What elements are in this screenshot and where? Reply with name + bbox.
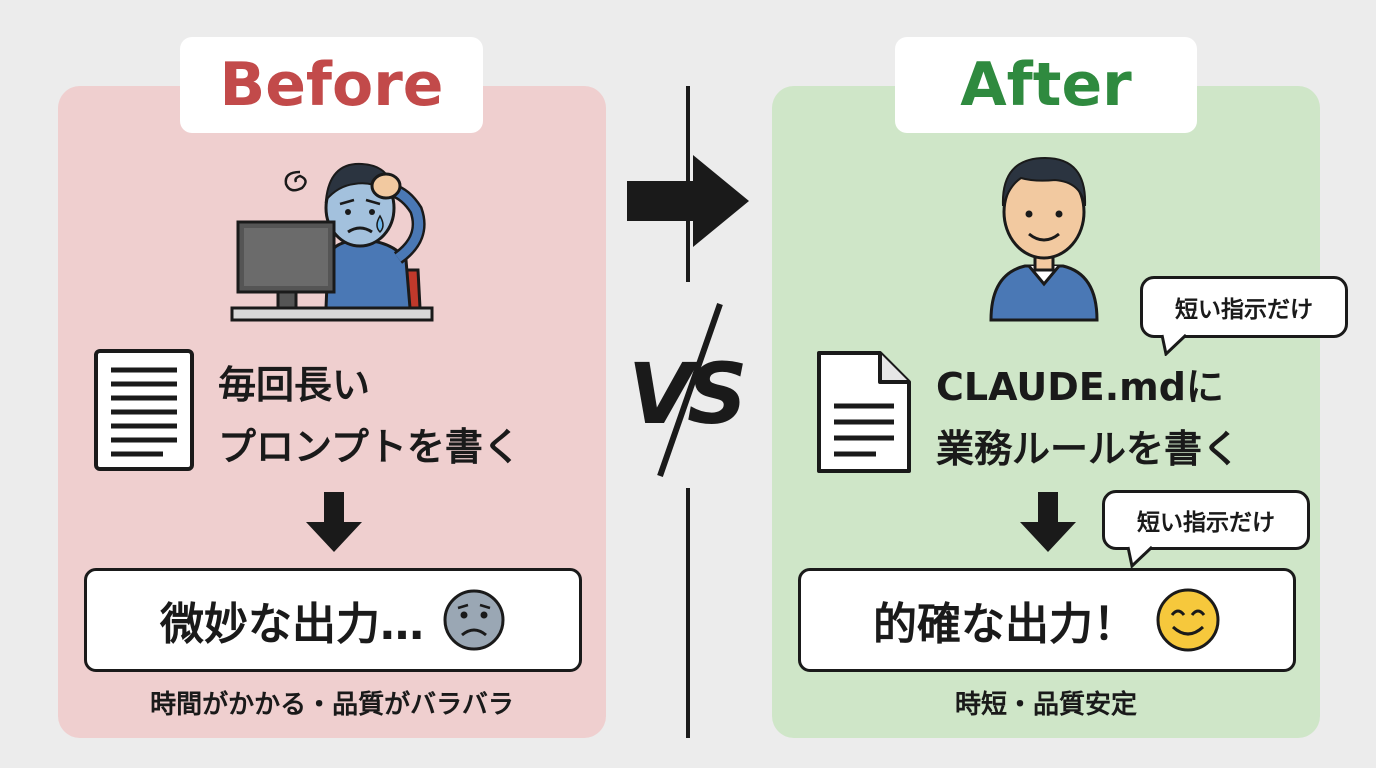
after-title: After bbox=[895, 37, 1197, 133]
speech-bubble-top-tail bbox=[1160, 334, 1188, 356]
after-main-text: CLAUDE.mdに 業務ルールを書く bbox=[936, 356, 1240, 480]
stressed-person-icon bbox=[230, 162, 434, 322]
arrow-down-icon bbox=[1020, 492, 1076, 552]
speech-bubble-mid-tail bbox=[1126, 546, 1154, 568]
speech-bubble-top: 短い指示だけ bbox=[1140, 276, 1348, 338]
before-caption: 時間がかかる・品質がバラバラ bbox=[150, 690, 514, 720]
happy-person-icon bbox=[989, 156, 1099, 322]
after-main-line2: 業務ルールを書く bbox=[936, 427, 1241, 471]
after-main-line1: CLAUDE.mdに bbox=[936, 365, 1224, 409]
document-icon bbox=[94, 349, 194, 471]
vs-label: VS bbox=[628, 345, 747, 443]
vs-slash bbox=[657, 303, 723, 477]
arrow-right-icon bbox=[627, 155, 749, 247]
after-result-text: 的確な出力！ bbox=[873, 599, 1137, 650]
smile-face-icon bbox=[1156, 588, 1220, 652]
divider-bottom bbox=[686, 488, 690, 738]
before-result-text: 微妙な出力… bbox=[160, 599, 424, 650]
before-main-line2: プロンプトを書く bbox=[218, 425, 521, 469]
before-result-box: 微妙な出力… bbox=[84, 568, 582, 672]
sad-face-icon bbox=[443, 589, 505, 651]
before-main-line1: 毎回長い bbox=[218, 363, 371, 407]
document-icon bbox=[817, 351, 911, 473]
before-title: Before bbox=[180, 37, 483, 133]
after-result-box: 的確な出力！ bbox=[798, 568, 1296, 672]
arrow-down-icon bbox=[306, 492, 362, 552]
speech-bubble-mid: 短い指示だけ bbox=[1102, 490, 1310, 550]
before-main-text: 毎回長い プロンプトを書く bbox=[218, 354, 521, 478]
after-caption: 時短・品質安定 bbox=[954, 690, 1137, 720]
